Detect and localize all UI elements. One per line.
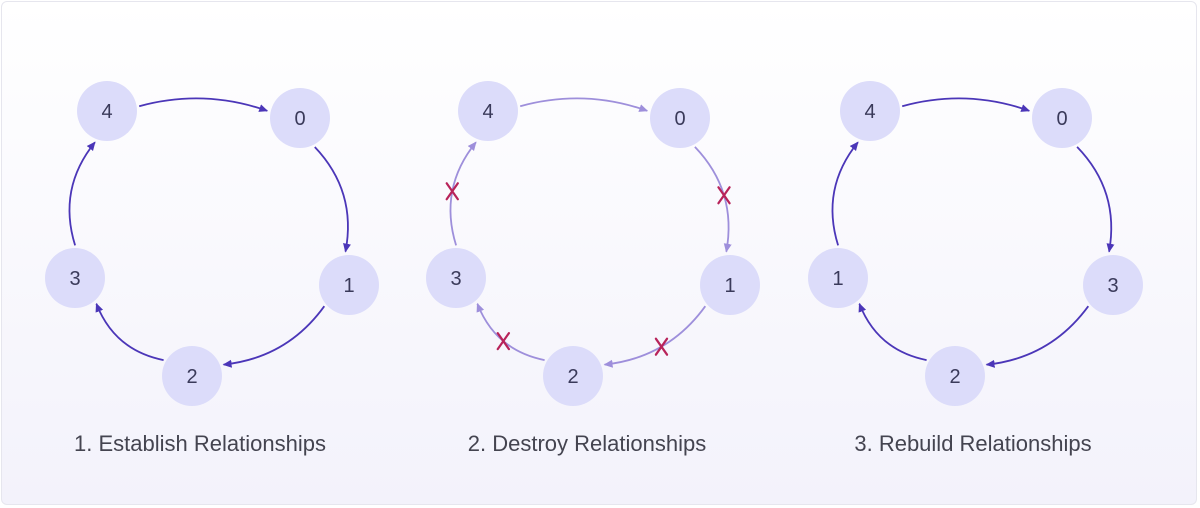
node-label: 1 — [832, 268, 843, 290]
panel-1: 4 0 1 2 3 1. Establish Relationships — [45, 81, 379, 456]
edge-0-to-1 — [314, 146, 351, 253]
edge-4-to-0 — [519, 97, 649, 112]
node-label: 4 — [482, 101, 493, 123]
node-label: 1 — [724, 275, 735, 297]
break-x-icon — [496, 332, 511, 351]
node-label: 4 — [101, 101, 112, 123]
edge-2-to-1 — [858, 302, 927, 361]
node-label: 3 — [450, 268, 461, 290]
edge-4-to-0 — [138, 97, 269, 112]
node-label: 0 — [1056, 108, 1067, 130]
edge-2-to-3 — [95, 302, 164, 361]
node-0: 0 — [270, 88, 330, 148]
panel-caption: 2. Destroy Relationships — [468, 431, 706, 456]
edge-1-to-2 — [603, 305, 707, 368]
edge-2-to-3 — [476, 302, 545, 361]
node-2: 2 — [925, 346, 985, 406]
node-4: 4 — [458, 81, 518, 141]
node-label: 3 — [69, 268, 80, 290]
node-label: 2 — [186, 366, 197, 388]
panel-caption: 3. Rebuild Relationships — [854, 431, 1091, 456]
break-x-icon — [717, 186, 731, 205]
node-0: 0 — [650, 88, 710, 148]
edge-4-to-0 — [901, 97, 1031, 112]
edge-1-to-2 — [222, 305, 326, 368]
break-x-icon — [445, 182, 459, 201]
node-1: 1 — [319, 255, 379, 315]
edge-0-to-3 — [1076, 146, 1115, 253]
node-1: 1 — [808, 248, 868, 308]
node-0: 0 — [1032, 88, 1092, 148]
edge-0-to-1 — [694, 146, 732, 253]
node-label: 2 — [949, 366, 960, 388]
panel-3: 4 0 3 2 1 3. Rebuild Relationships — [808, 81, 1143, 456]
node-label: 0 — [294, 108, 305, 130]
node-3: 3 — [426, 248, 486, 308]
edge-3-to-4 — [68, 141, 96, 246]
panel-caption: 1. Establish Relationships — [74, 431, 326, 456]
node-label: 4 — [864, 101, 875, 123]
node-2: 2 — [162, 346, 222, 406]
node-4: 4 — [77, 81, 137, 141]
node-label: 0 — [674, 108, 685, 130]
node-3: 3 — [1083, 255, 1143, 315]
node-label: 3 — [1107, 275, 1118, 297]
node-1: 1 — [700, 255, 760, 315]
node-2: 2 — [543, 346, 603, 406]
panel-2: 4 0 1 2 3 2. Destroy Relationships — [426, 81, 760, 456]
edge-1-to-4 — [831, 141, 859, 246]
break-x-icon — [654, 337, 669, 356]
node-label: 2 — [567, 366, 578, 388]
node-4: 4 — [840, 81, 900, 141]
edge-3-to-2 — [985, 305, 1090, 368]
node-label: 1 — [343, 275, 354, 297]
node-3: 3 — [45, 248, 105, 308]
